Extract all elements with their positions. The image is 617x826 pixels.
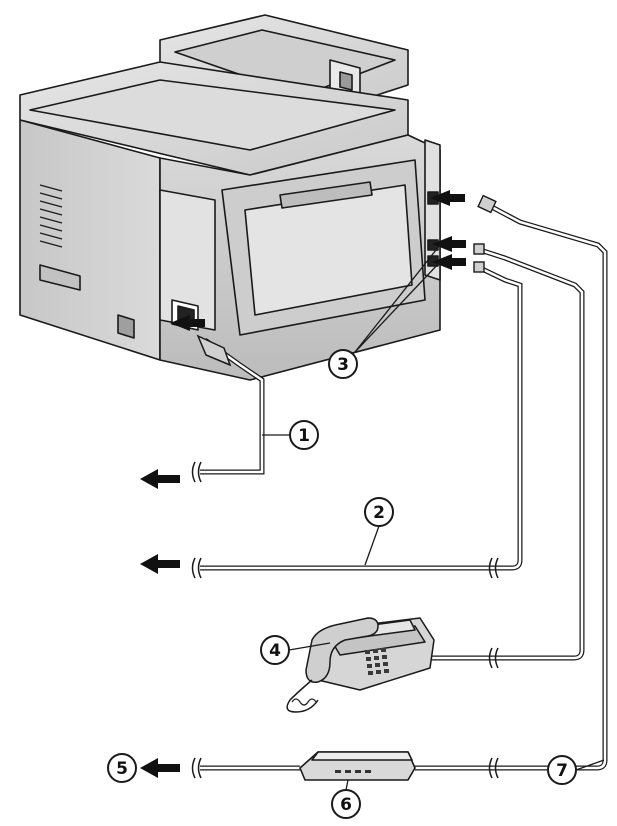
extension-telephone-illustration [286,617,435,713]
insertion-arrows [170,190,466,331]
extension-telephone-cord [430,243,585,661]
callout-7: 7 [547,755,577,785]
callout-3: 3 [328,349,358,379]
svg-text:6: 6 [340,795,352,815]
cord-break-marks [191,461,499,779]
callout-4: 4 [260,635,290,665]
callout-1: 1 [289,420,319,450]
arrow-to-power-outlet [140,469,180,489]
callout-6: 6 [331,789,361,819]
svg-text:1: 1 [298,426,310,446]
power-cord [196,334,265,475]
callout-2: 2 [364,497,394,527]
svg-text:3: 3 [337,355,349,375]
telephone-line-cord [200,261,523,571]
callout-leader-lines [262,244,605,791]
broadband-router-illustration [299,751,416,781]
arrow-to-internet [140,758,180,778]
outgoing-arrows [140,469,180,778]
lan-cable [200,194,608,771]
svg-text:7: 7 [556,761,568,781]
svg-text:4: 4 [269,641,281,661]
multifunction-printer-illustration [19,14,441,381]
svg-text:2: 2 [373,503,385,523]
arrow-to-telephone-line [140,554,180,574]
svg-text:5: 5 [116,759,128,779]
callout-5: 5 [107,753,137,783]
